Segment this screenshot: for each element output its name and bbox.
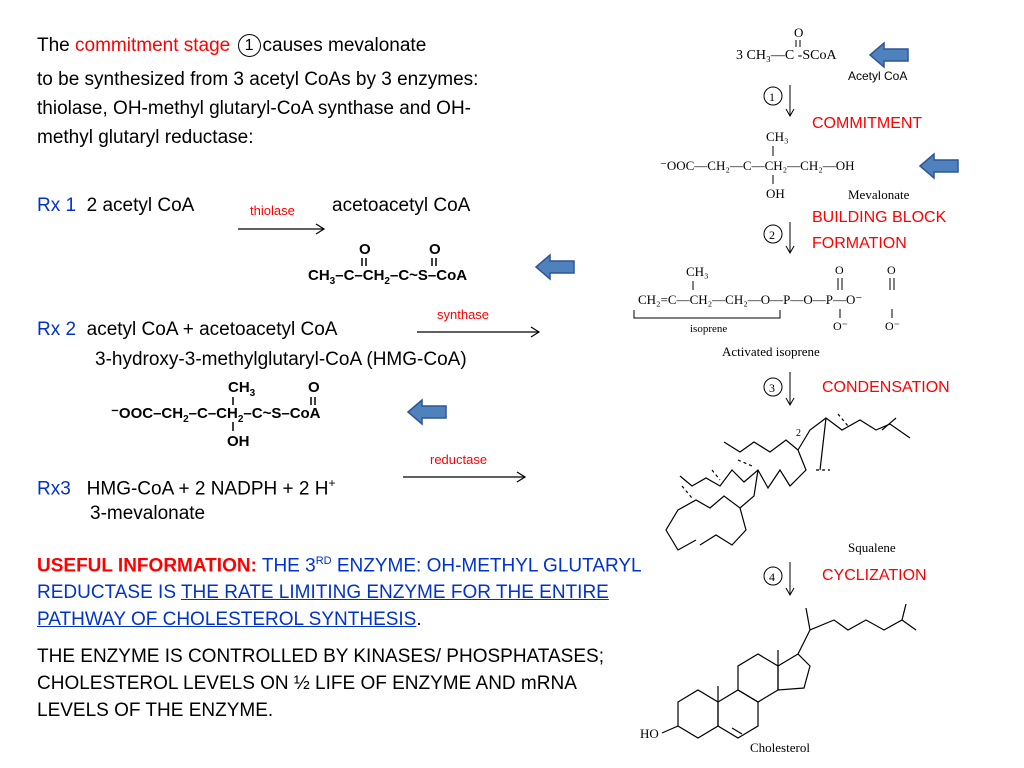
activated-isoprene-molecule: CH₃ CH₂=C—CH₂—CH₂—O—P—O—P—O⁻ O O O⁻ O⁻ iso… — [633, 263, 900, 359]
left-arrow-icon — [918, 152, 959, 180]
svg-text:⁻OOC–CH2–C–CH2–C~S–CoA: ⁻OOC–CH2–C–CH2–C~S–CoA — [111, 405, 321, 425]
left-arrow-icon — [868, 41, 909, 69]
mevalonate-ch3: CH₃ — [766, 129, 789, 144]
isoprene-formula: CH₂=C—CH₂—CH₂—O—P—O—P—O⁻ — [638, 292, 862, 307]
rx3-arrow — [403, 471, 527, 483]
mevalonate-oh: OH — [766, 186, 785, 201]
intro-line-2: to be synthesized from 3 acetyl CoAs by … — [37, 69, 479, 90]
step4-number: 4 — [769, 570, 775, 584]
rx2-row: Rx 2 acetyl CoA + acetoacetyl CoA — [37, 318, 337, 342]
svg-text:OH: OH — [227, 433, 250, 450]
useful-sup: RD — [315, 555, 332, 567]
rx2-product: 3-hydroxy-3-methylglutaryl-CoA (HMG-CoA) — [95, 349, 467, 370]
svg-text:O⁻: O⁻ — [833, 319, 848, 333]
svg-text:O: O — [308, 379, 320, 396]
isoprene-name: Activated isoprene — [722, 344, 820, 359]
useful-t3: . — [416, 609, 422, 631]
rx3-product: 3-mevalonate — [90, 503, 206, 524]
svg-text:O: O — [835, 263, 844, 277]
acetyl-formula: 3 CH₃—C -SCoA — [736, 48, 837, 63]
svg-text:O: O — [887, 263, 896, 277]
useful-label: USEFUL INFORMATION: — [37, 555, 257, 577]
isoprene-ch3: CH₃ — [686, 264, 709, 279]
svg-text:O: O — [429, 241, 441, 258]
step1-label: COMMITMENT — [812, 115, 922, 132]
rx1-reactant: 2 acetyl CoA — [86, 195, 195, 216]
rx1-enzyme: thiolase — [250, 203, 295, 218]
hmg-coa-structure: ⁻OOC–CH2–C–CH2–C~S–CoA CH3 OH O — [111, 379, 321, 450]
left-arrow-icon — [406, 398, 447, 426]
svg-text:2: 2 — [796, 428, 801, 439]
step-circle-1 — [763, 86, 783, 106]
rx2-reactants: acetyl CoA + acetoacetyl CoA — [86, 319, 338, 340]
step1-number: 1 — [769, 90, 775, 104]
mevalonate-name: Mevalonate — [848, 187, 910, 202]
squalene-molecule — [665, 413, 911, 551]
mevalonate-formula: ⁻OOC—CH₂—C—CH₂—CH₂—OH — [660, 158, 855, 173]
left-arrow-icon — [534, 253, 575, 281]
commitment-stage-text: commitment stage — [75, 35, 231, 56]
step2-label-1: BUILDING BLOCK — [812, 209, 947, 226]
rx3-reactants: HMG-CoA + 2 NADPH + 2 H — [86, 478, 329, 500]
mevalonate-molecule: CH₃ ⁻OOC—CH₂—C—CH₂—CH₂—OH OH Mevalonate — [660, 129, 910, 202]
cholesterol-name: Cholesterol — [750, 740, 810, 755]
rx2-label: Rx 2 — [37, 319, 77, 340]
step2-label-2: FORMATION — [812, 235, 907, 252]
rx3-enzyme: reductase — [430, 452, 488, 467]
svg-text:O: O — [359, 241, 371, 258]
step3-number: 3 — [769, 381, 775, 395]
rx2-enzyme: synthase — [437, 307, 490, 322]
useful-information: USEFUL INFORMATION: THE 3RD ENZYME: OH-M… — [37, 548, 647, 633]
intro-line-4: methyl glutaryl reductase: — [37, 127, 254, 148]
rx3-sup: + — [328, 476, 336, 490]
step-mark-circle: 1 — [237, 34, 261, 58]
isoprene-bracket-label: isoprene — [690, 323, 727, 335]
squalene-name: Squalene — [848, 540, 896, 555]
acetyl-coa-molecule: 3 CH₃—C -SCoA O Acetyl CoA — [736, 25, 907, 83]
step-circle-3 — [763, 377, 783, 397]
intro-line-3: thiolase, OH-methyl glutaryl-CoA synthas… — [37, 98, 472, 119]
svg-text:O: O — [794, 25, 803, 40]
step-circle-4 — [763, 566, 783, 586]
useful-t1: THE 3 — [256, 555, 316, 577]
regulation-text: THE ENZYME IS CONTROLLED BY KINASES/ PHO… — [37, 646, 604, 721]
rx3-row: Rx3 HMG-CoA + 2 NADPH + 2 H+ — [37, 471, 335, 501]
svg-text:O⁻: O⁻ — [885, 319, 900, 333]
rx1-row: Rx 1 2 acetyl CoA — [37, 194, 194, 218]
svg-text:CH3–C–CH2–C~S–CoA: CH3–C–CH2–C~S–CoA — [308, 267, 467, 287]
acetoacetyl-coa-structure: CH3–C–CH2–C~S–CoA O O — [308, 241, 467, 287]
step-circle-2 — [763, 224, 783, 244]
svg-text:CH3: CH3 — [228, 379, 256, 399]
rx3-label: Rx3 — [37, 478, 71, 500]
rate-limiting-statement: THE RATE LIMITING ENZYME FOR THE ENTIRE … — [37, 582, 609, 631]
acetyl-name: Acetyl CoA — [848, 69, 907, 83]
intro-the: The — [37, 35, 76, 56]
rx1-product: acetoacetyl CoA — [332, 195, 471, 216]
step3-label: CONDENSATION — [822, 379, 950, 396]
cholesterol-molecule — [677, 603, 917, 739]
step4-label: CYCLIZATION — [822, 567, 927, 584]
cholesterol-pathway-diagram: 3 CH₃—C -SCoA O Acetyl CoA 1 COMMITMENT … — [633, 25, 959, 755]
rx1-arrow — [238, 223, 326, 235]
step2-number: 2 — [769, 228, 775, 242]
intro-causes: causes mevalonate — [262, 35, 427, 56]
rx2-arrow — [417, 326, 541, 338]
rx1-label: Rx 1 — [37, 195, 77, 216]
useful-t2: ENZYME: OH-METHYL GLUTARYL REDUCTASE IS — [37, 555, 641, 604]
cholesterol-ho: HO — [640, 726, 659, 741]
